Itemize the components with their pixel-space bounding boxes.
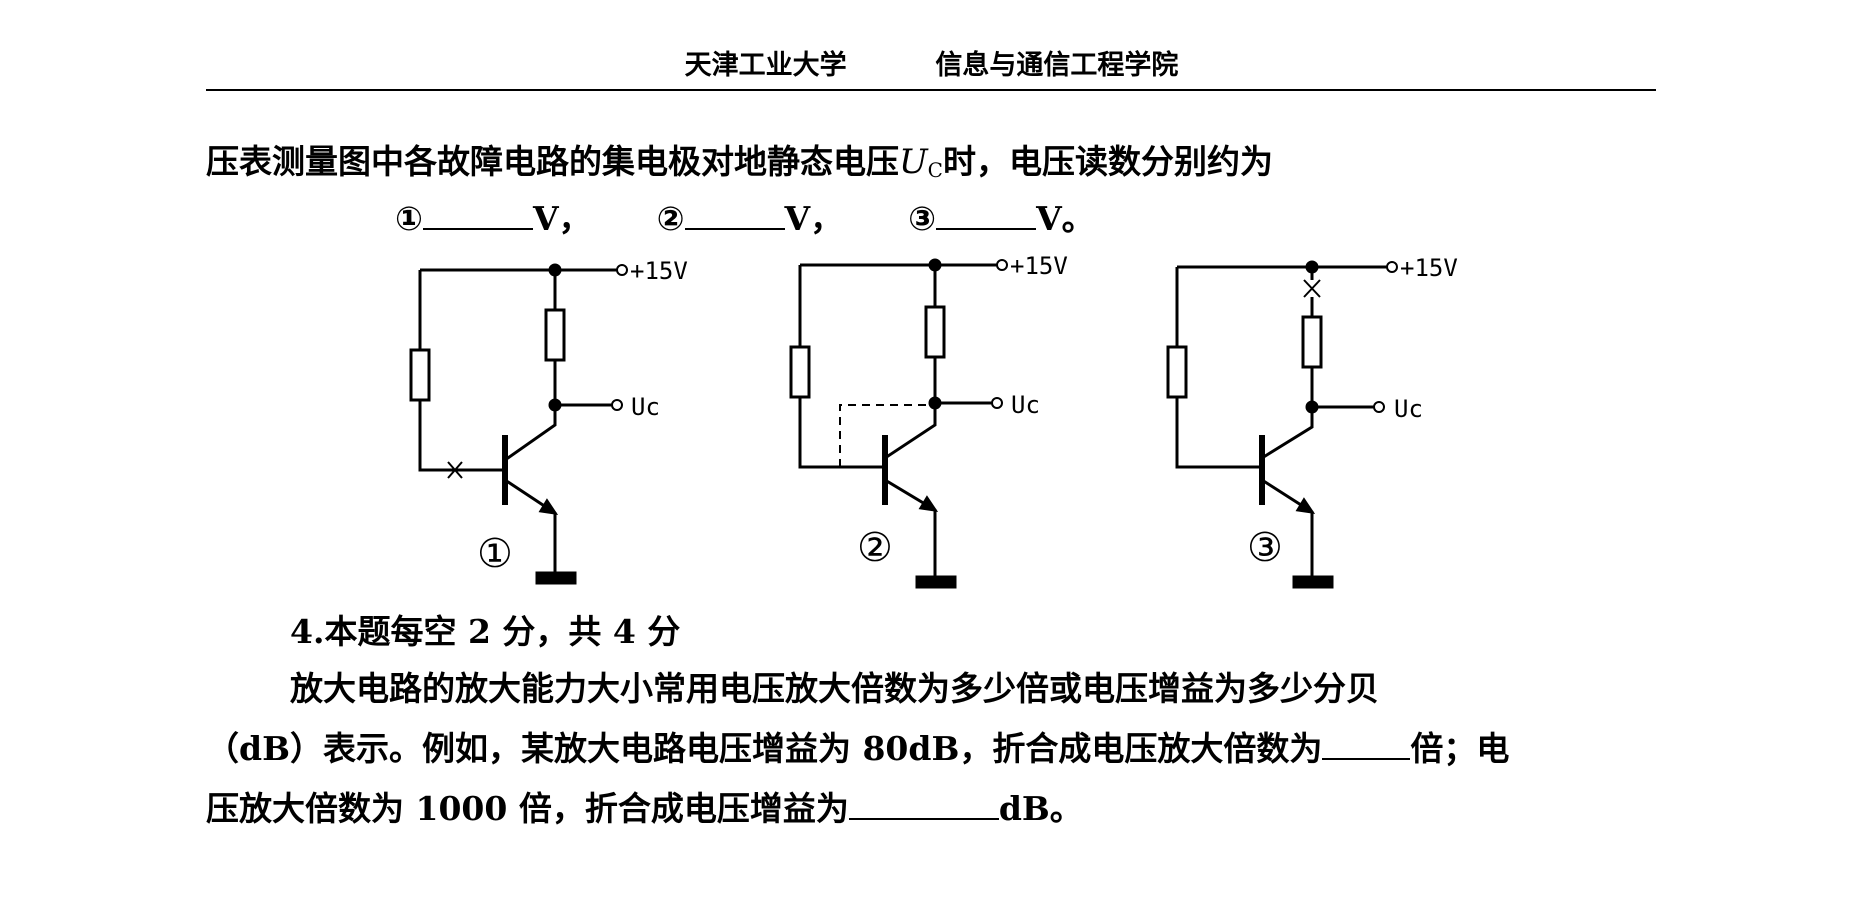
output-label-1: Uc — [631, 393, 660, 421]
supply-label-3: +15V — [1400, 254, 1458, 282]
header-university: 天津工业大学 — [684, 50, 847, 81]
circuit-diagram-1: +15V Uc ① — [409, 257, 688, 585]
output-label-2: Uc — [1011, 391, 1040, 419]
question3-text: 压表测量图中各故障电路的集电极对地静态电压 — [206, 142, 899, 181]
question4-para-line2: （dB）表示。例如，某放大电路电压增益为 80dB，折合成电压放大倍数为倍；电 — [206, 728, 1510, 768]
fault-x-mark-1 — [447, 461, 463, 479]
circuit-label-1: ① — [477, 531, 513, 577]
output-label-3: Uc — [1394, 395, 1423, 423]
circuit-label-3: ③ — [1247, 525, 1283, 571]
answer-mark-2: ② — [656, 199, 685, 238]
circuit-diagram-3: +15V Uc ③ — [1166, 254, 1458, 589]
circuit-label-2: ② — [857, 525, 893, 571]
answer-blank-gain-times[interactable] — [1322, 728, 1411, 760]
header-rule — [206, 89, 1656, 91]
answer-blanks: ① V， ② V， ③ V。 — [395, 197, 1095, 241]
question3-line: 压表测量图中各故障电路的集电极对地静态电压UC时，电压读数分别约为 — [206, 140, 1273, 192]
answer-blank-2[interactable] — [684, 198, 785, 230]
answer-blank-3[interactable] — [936, 198, 1037, 230]
answer-blank-1[interactable] — [422, 198, 533, 230]
question4-para-line1: 放大电路的放大能力大小常用电压放大倍数为多少倍或电压增益为多少分贝 — [290, 669, 1379, 708]
supply-label-2: +15V — [1010, 252, 1068, 280]
answer-mark-1: ① — [395, 199, 423, 238]
supply-label-1: +15V — [630, 257, 688, 285]
question3-tail: 时，电压读数分别约为 — [942, 142, 1273, 181]
fault-x-mark-3 — [1303, 279, 1321, 298]
answer-unit-2: V， — [784, 199, 844, 238]
page-header: 天津工业大学 信息与通信工程学院 — [0, 48, 1863, 84]
short-dashed-line-2 — [839, 404, 935, 467]
uc-symbol: UC — [899, 142, 943, 182]
answer-mark-3: ③ — [908, 199, 937, 238]
header-school: 信息与通信工程学院 — [935, 50, 1179, 81]
answer-unit-3: V。 — [1036, 199, 1095, 238]
answer-unit-1: V， — [532, 199, 592, 238]
circuit-diagram-2: +15V Uc ② — [789, 252, 1068, 589]
question4-heading: 4.本题每空 2 分，共 4 分 — [290, 612, 681, 651]
answer-blank-gain-db[interactable] — [848, 788, 999, 820]
